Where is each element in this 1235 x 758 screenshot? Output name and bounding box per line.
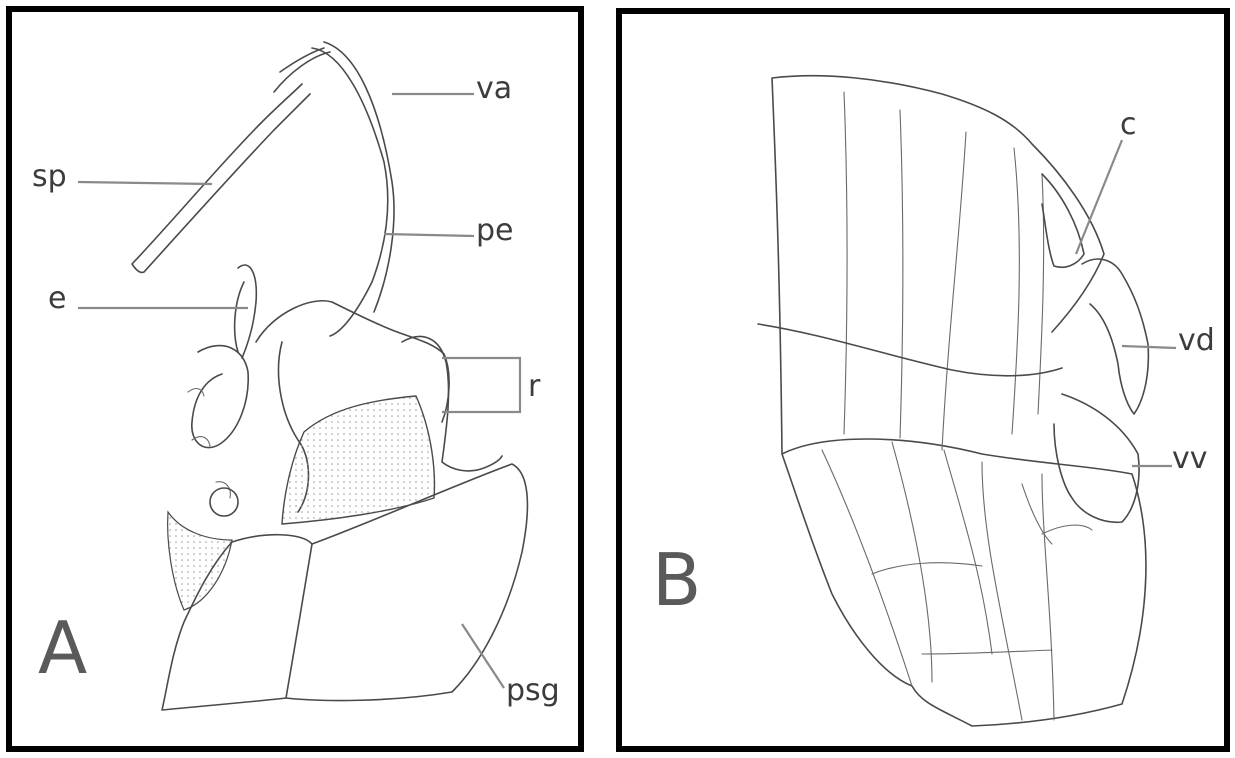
panel-b: c vd vv B [616, 8, 1230, 752]
label-e: e [48, 284, 66, 314]
left-lobe [192, 346, 248, 448]
label-vd: vd [1178, 326, 1215, 356]
label-pe: pe [476, 216, 514, 246]
ventral-valve [1054, 394, 1139, 522]
spermatheca-tube [132, 84, 310, 273]
dorsal-valve [1082, 259, 1148, 414]
sternite-lines [822, 442, 1054, 720]
label-sp: sp [32, 162, 67, 192]
abdomen-outline [772, 76, 1146, 726]
leader-psg [462, 624, 504, 688]
leader-sp [78, 182, 212, 184]
leader-c [1076, 140, 1122, 254]
panel-letter-a: A [38, 612, 87, 684]
stippled-left [168, 512, 232, 610]
label-r: r [528, 372, 540, 402]
label-c: c [1120, 110, 1137, 140]
aedeagus [235, 265, 257, 358]
panel-a: va sp pe e r psg A [6, 6, 584, 752]
leader-pe [384, 234, 474, 236]
leader-vd [1122, 346, 1176, 348]
panel-a-drawing [12, 12, 578, 746]
leader-r [442, 358, 520, 412]
panel-letter-b: B [652, 544, 701, 616]
label-va: va [476, 74, 512, 104]
valve-hook [312, 42, 394, 336]
valve-hook-inner [274, 48, 330, 92]
cercus [1042, 174, 1084, 267]
tergite-lines [844, 92, 1044, 450]
genital-detail [1022, 484, 1092, 544]
label-psg: psg [506, 676, 560, 706]
label-vv: vv [1172, 444, 1208, 474]
round-structure [210, 488, 238, 516]
